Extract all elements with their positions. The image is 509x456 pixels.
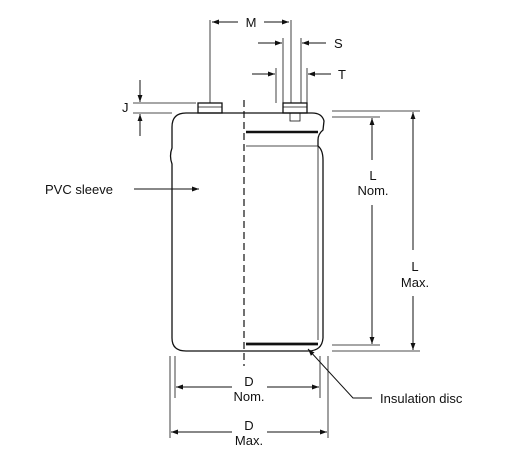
dimension-l-nom bbox=[332, 116, 380, 346]
dim-label-d-nom-suffix: Nom. bbox=[233, 389, 264, 404]
dimension-s bbox=[258, 38, 326, 103]
terminal-right bbox=[282, 102, 308, 122]
dim-label-m: M bbox=[246, 15, 257, 30]
callout-pvc-sleeve: PVC sleeve bbox=[45, 182, 113, 197]
dim-label-d-nom-symbol: D bbox=[244, 374, 253, 389]
dim-label-l-max-suffix: Max. bbox=[401, 275, 429, 290]
dimension-t bbox=[252, 68, 331, 103]
dim-label-l-nom-suffix: Nom. bbox=[357, 183, 388, 198]
dimension-d-max bbox=[169, 356, 329, 438]
capacitor-outline bbox=[169, 100, 325, 366]
terminal-left bbox=[197, 102, 223, 114]
dimension-l-max bbox=[332, 110, 420, 352]
dimension-m bbox=[209, 19, 292, 103]
dim-label-d-max-symbol: D bbox=[244, 418, 253, 433]
dim-label-t: T bbox=[338, 67, 346, 82]
dimension-j bbox=[133, 80, 196, 136]
dim-label-j: J bbox=[122, 100, 129, 115]
dim-label-d-max-suffix: Max. bbox=[235, 433, 263, 448]
dim-label-l-max-symbol: L bbox=[411, 259, 418, 274]
dim-label-s: S bbox=[334, 36, 343, 51]
dim-label-l-nom-symbol: L bbox=[369, 168, 376, 183]
callout-insulation-disc-leader bbox=[307, 348, 372, 399]
dimension-d-nom bbox=[174, 356, 321, 398]
callout-insulation-disc: Insulation disc bbox=[380, 391, 463, 406]
